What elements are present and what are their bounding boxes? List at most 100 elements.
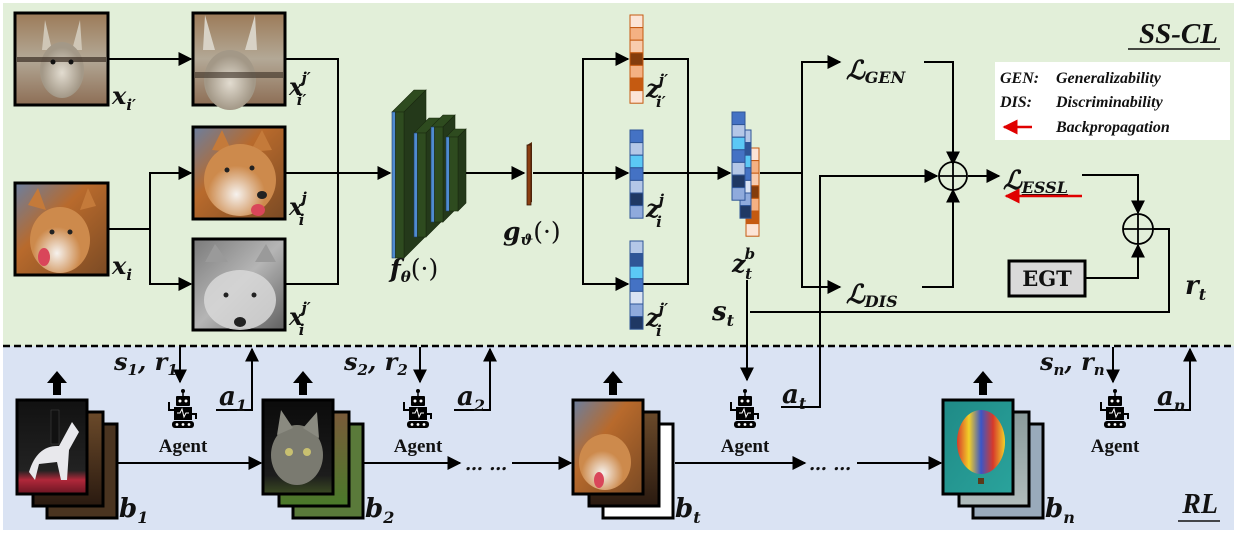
husky-face — [579, 434, 631, 490]
embedding-cell — [629, 192, 644, 207]
embedding-cell — [731, 136, 746, 151]
embedding-cell — [731, 174, 746, 189]
embedding-cell — [629, 167, 644, 181]
label-s-t: st — [711, 297, 735, 330]
encoder-layer-front — [395, 111, 405, 259]
projector-connectors — [533, 52, 732, 291]
up-block-arrow-icon — [973, 371, 993, 395]
label-batch: bt — [675, 494, 701, 527]
label-a-t: at — [782, 380, 807, 413]
up-block-arrow-icon — [47, 371, 67, 395]
embedding-cell — [629, 90, 644, 104]
embedding-cell — [629, 52, 644, 66]
embedding-cell — [629, 14, 644, 29]
encoder-layer-blue — [413, 132, 418, 238]
action-arrow — [216, 347, 259, 411]
embedding-cell — [629, 64, 644, 79]
embedding-cell — [629, 316, 644, 330]
ellipsis-1: … … — [465, 454, 507, 475]
embedding-cell — [629, 240, 644, 255]
embedding-cell — [629, 290, 644, 305]
encoder-layer-front — [449, 136, 459, 212]
encoder-layer-front — [417, 132, 427, 238]
embedding-cell — [629, 154, 644, 169]
encoder-layer-blue — [430, 126, 435, 223]
input-connectors — [108, 52, 392, 291]
embedding-cell — [629, 278, 644, 292]
rl-step-4: bn Agent sn, rn an — [941, 347, 1197, 527]
label-batch: bn — [1045, 494, 1075, 527]
agent-label: Agent — [1091, 436, 1140, 457]
embedding-cell — [629, 179, 644, 194]
embedding-cell — [731, 149, 746, 163]
robot-agent-icon — [1100, 389, 1129, 428]
embedding-cell — [731, 187, 746, 201]
image-x-i-augmented-j-prime — [191, 237, 287, 332]
label-action: an — [1157, 382, 1186, 415]
action-arrow — [1154, 347, 1197, 411]
egt-box — [1007, 259, 1087, 298]
legend-backprop-value: Backpropagation — [1055, 119, 1170, 136]
embedding-cell — [629, 265, 644, 280]
embedding-cell — [745, 223, 760, 237]
label-projector: gϑ(·) — [503, 217, 561, 249]
ellipsis-2: … … — [809, 454, 851, 475]
embedding-cell — [629, 205, 644, 219]
legend-gen-value: Generalizability — [1056, 70, 1162, 87]
embedding-cell — [629, 303, 644, 318]
rl-title: RL — [1181, 489, 1218, 520]
label-state-reward: s1, r1 — [113, 347, 178, 379]
image-x-i-prime — [13, 11, 110, 107]
label-x-i: xi — [111, 251, 132, 284]
rl-step-3: bt Agent — [571, 371, 943, 527]
cat-ears — [277, 410, 319, 438]
projector-block — [526, 142, 532, 206]
label-loss-gen: ℒGEN — [846, 56, 907, 87]
embedding-cell — [731, 111, 746, 126]
rider-shape — [50, 409, 60, 445]
agent-label: Agent — [721, 436, 770, 457]
legend: GEN: Generalizability DIS: Discriminabil… — [995, 62, 1230, 140]
embedding-cell — [629, 39, 644, 54]
agent-label: Agent — [394, 436, 443, 457]
embedding-z-i-j — [629, 129, 644, 219]
legend-dis-key: DIS: — [999, 94, 1032, 111]
label-state-reward: sn, rn — [1039, 347, 1105, 379]
encoder-layer-front — [434, 126, 444, 223]
robot-agent-icon — [730, 389, 759, 428]
embedding-z-i-prime-j-prime — [629, 14, 644, 104]
robot-agent-icon — [168, 389, 197, 428]
embedding-z-i-j-prime — [629, 240, 644, 330]
egt-label: EGT — [1022, 266, 1072, 291]
label-state-reward: s2, r2 — [343, 347, 408, 379]
legend-gen-key: GEN: — [1000, 70, 1039, 87]
cat-eye — [285, 448, 293, 456]
embedding-cell — [731, 161, 746, 176]
robot-agent-icon — [403, 389, 432, 428]
label-batch: b2 — [365, 494, 394, 527]
embedding-cell — [629, 77, 644, 92]
embedding-cell — [629, 27, 644, 41]
embedding-cell — [629, 253, 644, 267]
balloon-basket — [978, 478, 984, 484]
label-x-i-prime: xi′ — [111, 81, 136, 114]
label-z-i-prime-j-prime: zj′i′ — [645, 71, 668, 111]
loss-connectors — [750, 55, 1170, 408]
legend-dis-value: Discriminability — [1055, 94, 1164, 111]
up-block-arrow-icon — [603, 371, 623, 395]
husky-tongue — [594, 472, 604, 488]
image-x-i — [13, 181, 110, 277]
encoder-layer-blue — [391, 111, 396, 259]
label-encoder: fθ(·) — [388, 254, 438, 286]
label-action: a1 — [219, 382, 247, 415]
action-arrow — [454, 347, 497, 411]
image-x-i-prime-augmented — [191, 11, 287, 110]
